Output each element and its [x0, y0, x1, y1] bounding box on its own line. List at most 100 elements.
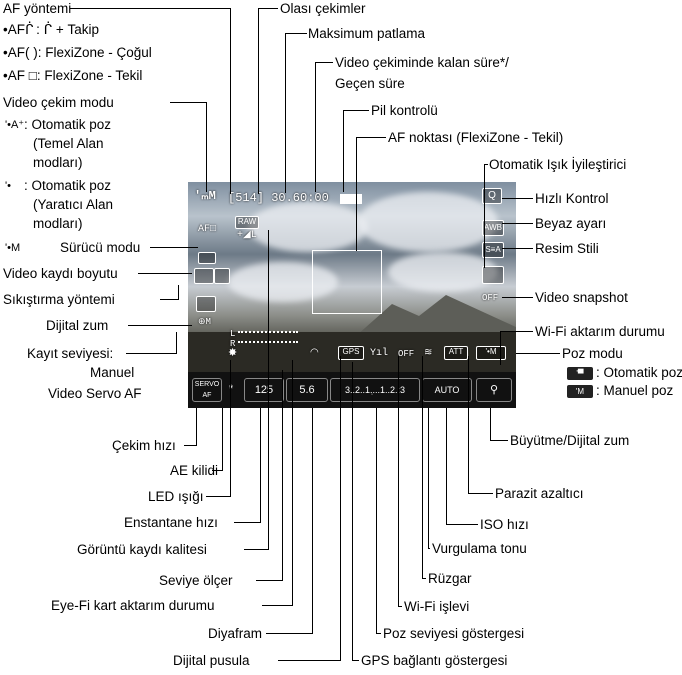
digital-zoom-icon: ⊕M: [198, 317, 211, 327]
leader-line: [150, 247, 198, 248]
video-servo-af-label: Video Servo AF: [48, 386, 142, 401]
led-icon: ✸: [228, 348, 238, 360]
wind-icon: ≋: [424, 348, 433, 359]
remaining-label-1: Video çekiminde kalan süre*/: [335, 55, 509, 70]
noise-label: Parazit azaltıcı: [495, 486, 584, 501]
leader-line: [398, 356, 399, 606]
leader-line: [422, 578, 426, 579]
leader-line: [446, 408, 447, 524]
leader-line: [516, 353, 560, 354]
aperture-cell[interactable]: 5.6: [286, 378, 328, 402]
leader-line: [315, 62, 316, 192]
exp-auto-legend: '▀: Otomatik poz: [567, 365, 682, 381]
auto-exp-basic-2: (Temel Alan: [33, 136, 104, 151]
white-balance-label: Beyaz ayarı: [535, 216, 607, 231]
ae-lock-icon: *: [228, 383, 234, 395]
leader-line: [428, 408, 429, 548]
af-mode-icon: AF□: [198, 224, 217, 235]
gps-label: GPS bağlantı göstergesi: [361, 653, 508, 668]
leader-line: [315, 62, 333, 63]
leader-line: [376, 408, 377, 633]
af-method-label: AF yöntemi: [3, 1, 72, 16]
servo-af-cell[interactable]: SERVO AF: [192, 378, 222, 402]
leader-line: [352, 362, 353, 660]
leader-line: [178, 285, 179, 300]
af-point-frame: [312, 250, 382, 314]
q-icon: Q: [482, 188, 502, 204]
exposure-scale-cell[interactable]: 3..2..1..̣..1..2.:3: [330, 378, 420, 402]
leader-line: [184, 445, 197, 446]
leader-line: [212, 470, 223, 471]
exp-auto-text: : Otomatik poz: [596, 365, 682, 380]
wifi-signal-icon: Yıl: [370, 348, 389, 359]
leader-line: [502, 248, 533, 249]
leader-line: [176, 332, 177, 354]
leader-line: [278, 660, 341, 661]
eyefi-icon: ◠: [310, 348, 319, 359]
leader-line: [206, 496, 231, 497]
ae-lock-label: AE kilidi: [170, 463, 219, 478]
video-size-icon: [194, 268, 214, 284]
image-quality-label: Görüntü kaydı kalitesi: [77, 542, 207, 557]
rec-level-r: R: [230, 339, 236, 349]
battery-label: Pil kontrolü: [371, 103, 438, 118]
leader-line: [446, 524, 478, 525]
manual-exp-icon: '•M: [5, 242, 21, 254]
aperture-label: Diyafram: [208, 626, 263, 641]
leader-line: [160, 299, 178, 300]
wifi-off-icon: OFF: [398, 349, 415, 359]
leader-line: [206, 102, 207, 192]
camera-lcd-screen: 'ₘM [514] 30.60:00 AF□ RAW +◢L ⊕M L R Q …: [188, 182, 516, 372]
shutter-label: Enstantane hızı: [124, 515, 218, 530]
exposure-mode-label: Poz modu: [562, 346, 623, 361]
exp-level-label: Poz seviyesi göstergesi: [383, 626, 525, 641]
snapshot-off-icon: OFF: [482, 293, 499, 303]
compass-label: Dijital pusula: [173, 653, 250, 668]
iso-label: ISO hızı: [480, 517, 529, 532]
frame-rate-icon: [214, 268, 230, 284]
iso-cell[interactable]: AUTO: [422, 378, 472, 402]
cloud: [388, 252, 498, 292]
auto-exp-creative-3: modları): [33, 216, 83, 231]
awb-icon: AWB: [482, 220, 504, 236]
picture-style-icon: S≡A: [482, 242, 504, 258]
af-multi-label: •AF( ): FlexiZone - Çoğul: [3, 45, 152, 60]
highlight-label: Vurgulama tonu: [432, 541, 527, 556]
leader-line: [376, 633, 381, 634]
gps-icon: GPS: [338, 346, 364, 360]
leader-line: [70, 8, 230, 9]
manual-label: Manuel: [90, 365, 135, 380]
magnify-cell[interactable]: ⚲: [476, 378, 512, 402]
leader-line: [484, 164, 488, 165]
drive-mode-icon: [198, 252, 216, 264]
leader-line: [266, 633, 313, 634]
leader-line: [352, 660, 359, 661]
cloud: [358, 192, 498, 252]
leader-line: [230, 360, 231, 496]
rec-level-label: Kayıt seviyesi:: [27, 346, 114, 361]
rec-level-l: L: [230, 329, 236, 339]
leader-line: [128, 325, 192, 326]
video-mode-label: Video çekim modu: [3, 95, 114, 110]
leader-line: [256, 580, 283, 581]
auto-exp-creative-icon: '•: [5, 180, 11, 192]
leader-line: [312, 408, 313, 633]
auto-exp-creative-2: (Yaratıcı Alan: [33, 197, 114, 212]
top-readout: [514] 30.60:00: [228, 191, 329, 205]
cloud: [228, 262, 338, 302]
leader-line: [468, 356, 469, 493]
raw-icon: RAW: [235, 216, 259, 229]
auto-exp-basic-icon: '•A⁺: [5, 119, 25, 131]
leader-line: [260, 408, 261, 522]
leader-line: [502, 297, 533, 298]
video-size-label: Video kaydı boyutu: [3, 266, 118, 281]
af-point-label: AF noktası (FlexiZone - Tekil): [388, 130, 564, 145]
frame-rate-label: Çekim hızı: [112, 438, 176, 453]
leader-line: [230, 8, 231, 194]
picture-style-label: Resim Stili: [535, 241, 599, 256]
drive-mode-label: Sürücü modu: [60, 240, 141, 255]
leader-line: [356, 137, 386, 138]
shutter-cell[interactable]: 125: [244, 378, 284, 402]
leader-line: [484, 164, 485, 268]
exp-manual-chip: 'M: [567, 384, 593, 398]
